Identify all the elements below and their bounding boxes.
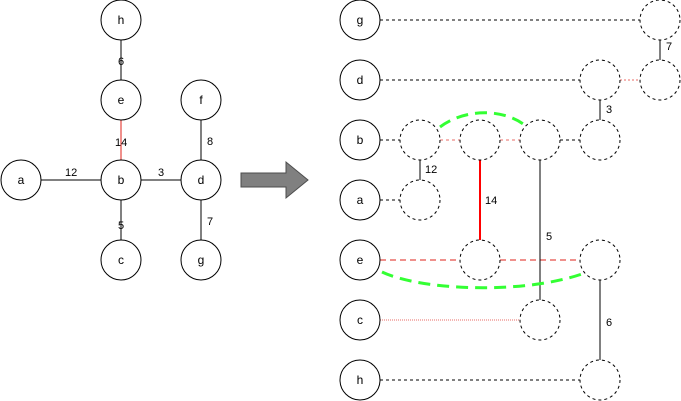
placeholder-node — [579, 239, 621, 281]
row-node-a: a — [339, 179, 381, 221]
row-node-b: b — [339, 119, 381, 161]
row-node-label: e — [357, 253, 364, 267]
row-node-label: c — [357, 313, 363, 327]
row-node-h: h — [339, 359, 381, 401]
row-node-d: d — [339, 59, 381, 101]
placeholder-node — [459, 239, 501, 281]
row-node-c: c — [339, 299, 381, 341]
tree-node-a: a — [0, 159, 42, 201]
tree-graph: 6 14 12 3 5 8 7 h e f a b d — [0, 0, 222, 281]
placeholder-node — [579, 359, 621, 401]
weight-a-b: 12 — [65, 167, 77, 179]
connector-weight-14: 14 — [485, 195, 497, 207]
tree-node-b: b — [100, 159, 142, 201]
placeholder-node — [519, 119, 561, 161]
weight-e-b: 14 — [115, 137, 127, 149]
row-node-g: g — [339, 0, 381, 41]
tree-node-g: g — [180, 239, 222, 281]
placeholder-node — [579, 59, 621, 101]
tree-node-d: d — [180, 159, 222, 201]
green-arc-bottom — [381, 270, 583, 290]
connector-weight-12: 12 — [425, 164, 437, 176]
placeholder-node — [579, 119, 621, 161]
green-arc-top — [439, 111, 528, 129]
tree-node-label: e — [118, 93, 125, 107]
row-node-label: h — [357, 373, 364, 387]
tree-node-e: e — [100, 79, 142, 121]
transform-arrow-icon — [240, 160, 309, 200]
weight-f-d: 8 — [207, 136, 213, 148]
row-node-label: a — [357, 193, 364, 207]
placeholder-node — [639, 59, 681, 101]
weight-h-e: 6 — [118, 56, 124, 68]
connector-weight-5: 5 — [546, 231, 552, 243]
tree-node-label: g — [198, 253, 205, 267]
placeholder-node — [639, 0, 681, 41]
layout-diagram: 7 3 12 14 5 6 g d b — [339, 0, 681, 401]
row-node-e: e — [339, 239, 381, 281]
tree-node-h: h — [100, 0, 142, 41]
tree-node-label: f — [199, 93, 203, 107]
row-node-label: d — [357, 73, 364, 87]
connector-weight-6: 6 — [606, 317, 612, 329]
placeholder-node — [519, 299, 561, 341]
placeholder-node — [399, 119, 441, 161]
tree-node-label: a — [18, 173, 25, 187]
weight-b-c: 5 — [118, 220, 124, 232]
connector-weight-3: 3 — [606, 104, 612, 116]
tree-node-label: d — [198, 173, 205, 187]
tree-node-c: c — [100, 239, 142, 281]
row-node-label: b — [357, 133, 364, 147]
connector-weight-7: 7 — [666, 41, 672, 53]
placeholder-node — [459, 119, 501, 161]
placeholder-node — [399, 179, 441, 221]
tree-node-f: f — [180, 79, 222, 121]
row-node-label: g — [357, 13, 364, 27]
tree-node-label: c — [118, 253, 124, 267]
tree-node-label: b — [118, 173, 125, 187]
tree-node-label: h — [118, 13, 125, 27]
weight-d-g: 7 — [207, 216, 213, 228]
weight-b-d: 3 — [158, 167, 164, 179]
